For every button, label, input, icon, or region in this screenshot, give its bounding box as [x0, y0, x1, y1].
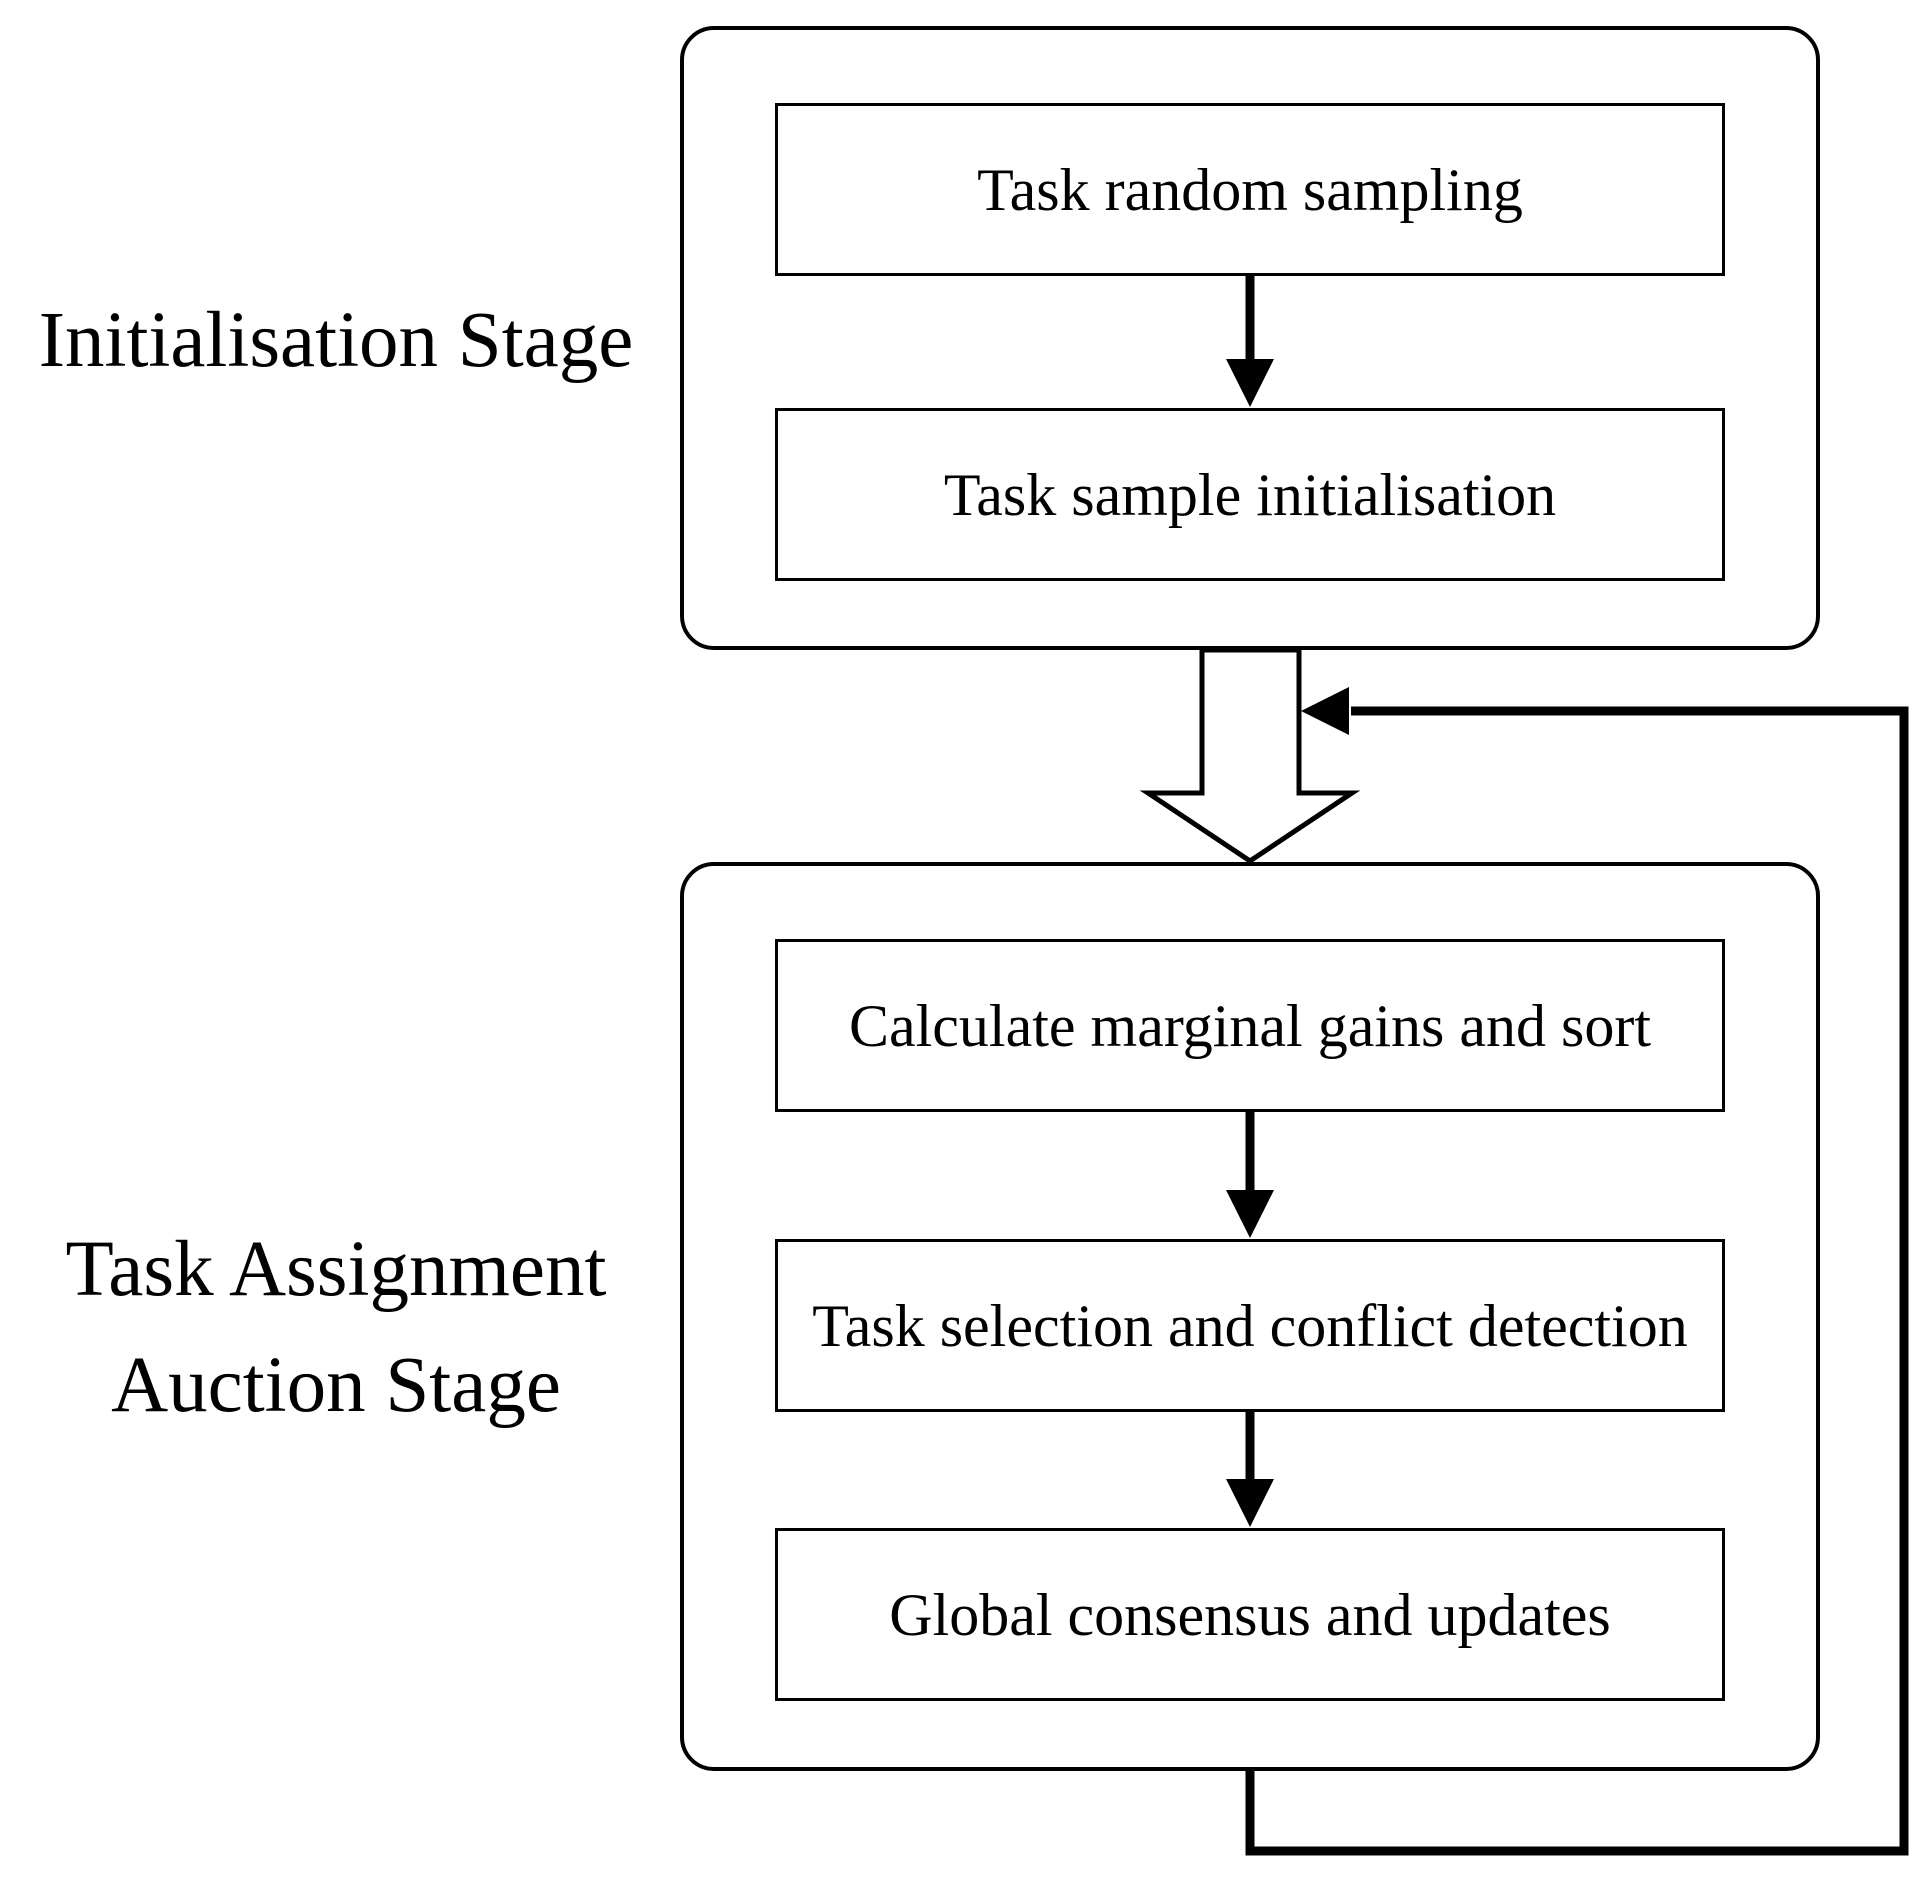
- feedback-loop-arrowhead-left-icon: [1301, 687, 1349, 735]
- big-arrow-down-icon-stage1-to-stage2: [1139, 647, 1361, 865]
- box-task-selection-conflict-detection: Task selection and conflict detection: [775, 1239, 1725, 1412]
- box-calculate-marginal-gains: Calculate marginal gains and sort: [775, 939, 1725, 1112]
- box-task-selection-conflict-detection-label: Task selection and conflict detection: [812, 1292, 1688, 1359]
- box-task-random-sampling-label: Task random sampling: [977, 156, 1523, 223]
- box-calculate-marginal-gains-label: Calculate marginal gains and sort: [848, 992, 1651, 1059]
- box-global-consensus-updates: Global consensus and updates: [775, 1528, 1725, 1701]
- stage-label-task-assignment-auction: Task Assignment Auction Stage: [0, 1212, 672, 1444]
- stage1-label-text: Initialisation Stage: [38, 297, 634, 384]
- stage2-label-line2: Auction Stage: [111, 1342, 561, 1429]
- box-global-consensus-updates-label: Global consensus and updates: [889, 1581, 1611, 1648]
- box-task-random-sampling: Task random sampling: [775, 103, 1725, 276]
- stage2-label-line1: Task Assignment: [65, 1226, 607, 1313]
- stage-label-initialisation: Initialisation Stage: [0, 294, 672, 388]
- box-task-sample-initialisation-label: Task sample initialisation: [943, 461, 1557, 528]
- box-task-sample-initialisation: Task sample initialisation: [775, 408, 1725, 581]
